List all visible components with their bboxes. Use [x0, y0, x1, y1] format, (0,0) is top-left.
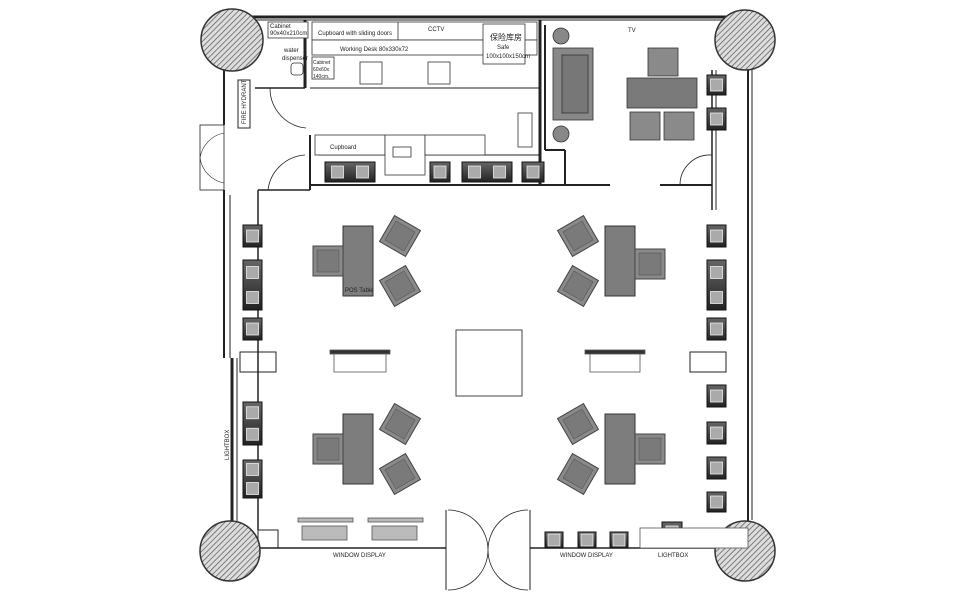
- pos-table: [342, 413, 374, 485]
- water-dispenser: [290, 62, 304, 76]
- chair: [359, 61, 383, 85]
- label-cabinet-small-1: Cabinet: [313, 60, 331, 66]
- product-icon: [710, 426, 723, 440]
- cash-register: [392, 146, 412, 158]
- product-icon: [246, 229, 259, 243]
- fire-hydrant: [237, 79, 251, 129]
- product-icon: [710, 229, 723, 243]
- product-icon: [547, 533, 561, 547]
- working-desk: [311, 39, 538, 56]
- column-bottom-left: [199, 520, 261, 582]
- label-water-2: dispenser: [282, 56, 308, 62]
- label-working-desk: Working Desk 80x330x72: [340, 47, 409, 53]
- label-cupboard: Cupboard: [330, 145, 356, 151]
- armchair: [663, 111, 695, 141]
- product-icon: [246, 406, 259, 420]
- column-top-left: [200, 8, 264, 72]
- pos-table: [604, 225, 636, 297]
- chair: [427, 61, 451, 85]
- label-lightbox-left: LIGHTBOX: [225, 430, 231, 460]
- label-fire-hydrant: FIRE HYDRANT: [242, 79, 248, 124]
- product-icon: [493, 165, 506, 179]
- product-icon: [710, 291, 723, 304]
- label-pos-table: POS Table: [345, 288, 374, 294]
- product-icon: [710, 495, 723, 509]
- window-display-furniture: [297, 349, 749, 549]
- safe: [482, 23, 526, 65]
- product-icon: [710, 461, 723, 475]
- product-icon: [246, 463, 259, 476]
- armchair: [647, 47, 679, 77]
- label-window-display-left: WINDOW DISPLAY: [333, 553, 386, 559]
- product-icon: [356, 165, 369, 179]
- label-cabinet-small-3: 140cm.: [313, 74, 329, 80]
- cabinet-side: [517, 112, 533, 148]
- label-safe-cn: 保险库房: [490, 32, 522, 42]
- label-safe: Safe: [497, 45, 510, 51]
- product-icon: [526, 165, 540, 179]
- label-cabinet-top-size: 90x40x210cm: [270, 31, 307, 37]
- product-icon: [246, 266, 259, 279]
- columns: [199, 8, 776, 582]
- product-icon: [710, 389, 723, 403]
- column-top-right: [714, 9, 776, 71]
- product-icon: [710, 322, 723, 336]
- product-icon: [468, 165, 481, 179]
- product-icon: [612, 533, 626, 547]
- product-icon: [580, 533, 594, 547]
- tv-room: [552, 27, 698, 143]
- product-icon: [710, 266, 723, 279]
- product-icon: [246, 291, 259, 304]
- product-icon: [246, 427, 259, 441]
- pos-table: [604, 413, 636, 485]
- pos-table: [342, 225, 374, 297]
- label-tv: TV: [628, 28, 636, 34]
- cabinet-small: [311, 56, 335, 80]
- center-display-platform: [455, 329, 523, 397]
- label-cabinet-top: Cabinet: [270, 24, 291, 30]
- product-icon: [246, 482, 259, 495]
- product-icon: [331, 165, 344, 179]
- label-safe-size: 100x100x150cm: [486, 54, 530, 60]
- product-icon: [710, 78, 723, 92]
- label-window-display-right: WINDOW DISPLAY: [560, 553, 613, 559]
- armchair: [629, 111, 661, 141]
- coffee-table: [626, 77, 698, 109]
- label-cabinet-small-2: 60x60x: [313, 67, 330, 73]
- product-icon: [710, 112, 723, 126]
- product-icon: [246, 322, 259, 336]
- label-lightbox-right: LIGHTBOX: [658, 553, 688, 559]
- label-cupboard-sliding: Cupboard with sliding doors: [318, 31, 392, 37]
- label-cctv: CCTV: [428, 27, 444, 33]
- label-water-1: water: [283, 48, 299, 54]
- cabinet-top: [267, 21, 309, 39]
- product-icon: [433, 165, 447, 179]
- office-furniture: [267, 21, 538, 176]
